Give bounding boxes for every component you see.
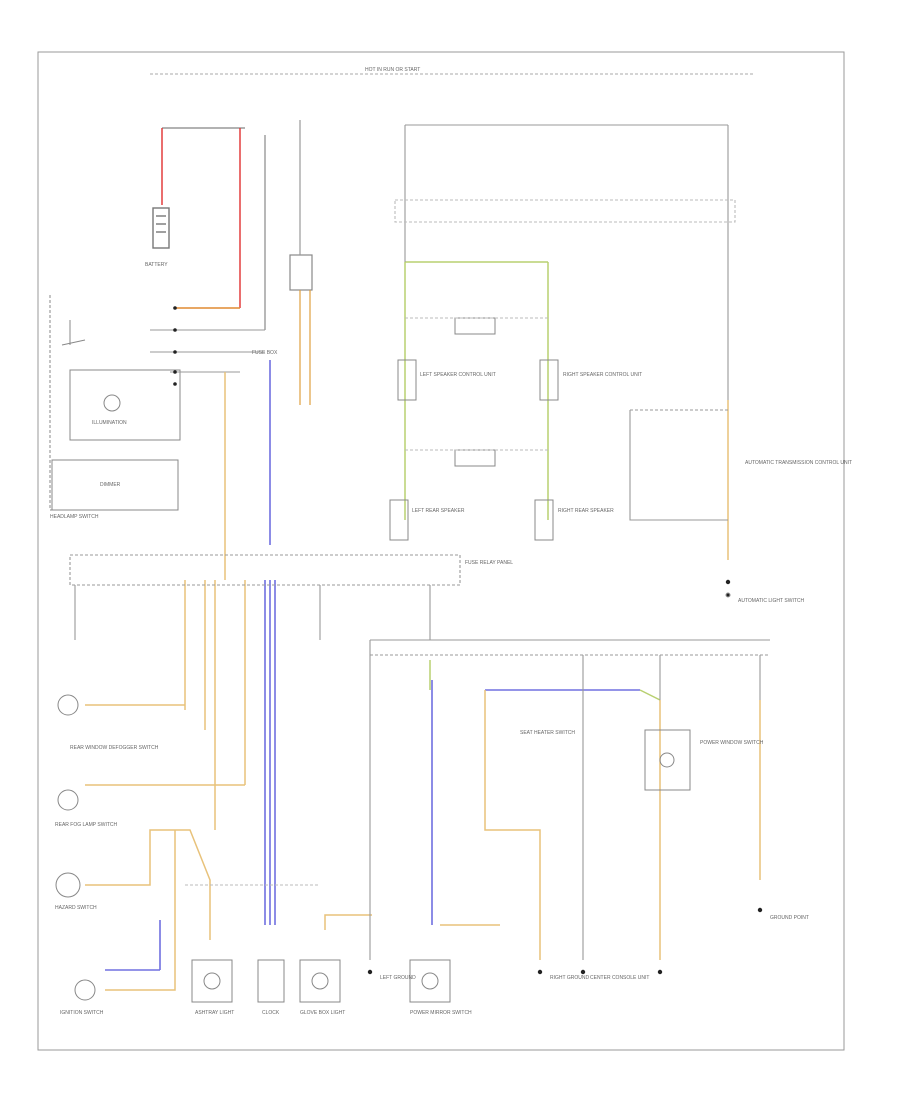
fuse-relay-panel-label: FUSE RELAY PANEL xyxy=(465,560,514,566)
ashtray-light-label: ASHTRAY LIGHT xyxy=(195,1010,235,1016)
clock-label: CLOCK xyxy=(262,1010,280,1016)
auto-transmission-label: AUTOMATIC TRANSMISSION CONTROL UNIT xyxy=(745,460,853,466)
rear-window-defogger-label: REAR WINDOW DEFOGGER SWITCH xyxy=(70,745,159,751)
headlamp-switch-label: HEADLAMP SWITCH xyxy=(50,514,99,520)
power-mirror-switch-label: POWER MIRROR SWITCH xyxy=(410,1010,472,1016)
speaker-connectors xyxy=(389,317,559,541)
left-speaker-control-label: LEFT SPEAKER CONTROL UNIT xyxy=(420,372,496,378)
hazard-switch-label: HAZARD SWITCH xyxy=(55,905,97,911)
headlamp-switch-box xyxy=(49,295,265,511)
fuse-box-label: FUSE BOX xyxy=(252,350,278,356)
diagram-frame xyxy=(37,51,845,1051)
ground-left-label: LEFT GROUND xyxy=(380,975,416,981)
right-upper-circuit xyxy=(394,124,736,598)
ignition-switch-label: IGNITION SWITCH xyxy=(60,1010,104,1016)
auto-light-switch-label: AUTOMATIC LIGHT SWITCH xyxy=(738,598,805,604)
right-speaker-control-label: RIGHT SPEAKER CONTROL UNIT xyxy=(563,372,643,378)
glove-box-light-label: GLOVE BOX LIGHT xyxy=(300,1010,346,1016)
ground-right-label: RIGHT GROUND xyxy=(550,975,590,981)
center-console-label: CENTER CONSOLE UNIT xyxy=(590,975,650,981)
top-bus-label: HOT IN RUN OR START xyxy=(365,67,421,73)
ground-points xyxy=(367,579,763,975)
tan-wire-bundle xyxy=(85,372,761,991)
battery-icon xyxy=(152,207,170,249)
blue-wire-bundle xyxy=(105,360,640,971)
power-window-label: POWER WINDOW SWITCH xyxy=(700,740,764,746)
seat-heater-label: SEAT HEATER SWITCH xyxy=(520,730,576,736)
fuse-relay-panel-bus xyxy=(69,554,770,960)
left-rear-speaker-label: LEFT REAR SPEAKER xyxy=(412,508,465,514)
illumination-label: ILLUMINATION xyxy=(92,420,127,426)
ground-point-label: GROUND POINT xyxy=(770,915,809,921)
battery-label: BATTERY xyxy=(145,262,168,268)
battery-circuit xyxy=(152,127,266,330)
bottom-components xyxy=(55,694,691,1003)
right-rear-speaker-label: RIGHT REAR SPEAKER xyxy=(558,508,614,514)
rear-fog-lamp-label: REAR FOG LAMP SWITCH xyxy=(55,822,118,828)
dimmer-label: DIMMER xyxy=(100,482,121,488)
fuse-box xyxy=(289,120,313,405)
green-wire-bundle xyxy=(404,261,661,701)
